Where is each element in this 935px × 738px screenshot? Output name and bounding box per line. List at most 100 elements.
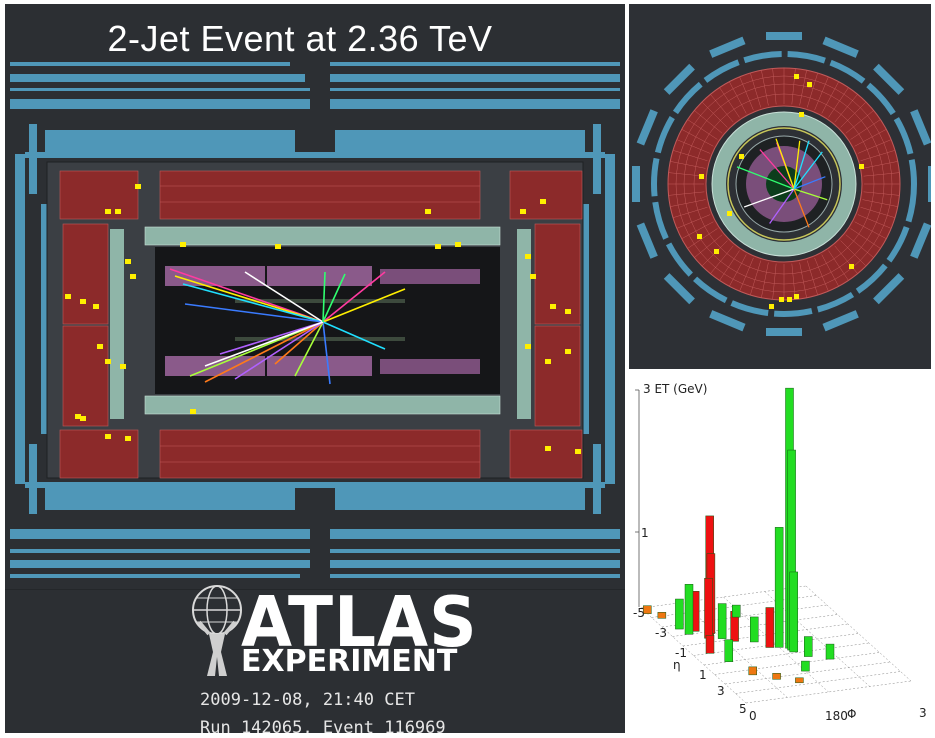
muon-ring <box>632 32 931 336</box>
muon-segment <box>636 222 658 259</box>
lego-tower <box>795 677 804 684</box>
hit-cell <box>714 249 719 254</box>
grid-line <box>672 206 708 218</box>
track-line <box>204 321 324 367</box>
track-line <box>322 288 406 323</box>
grid-line <box>772 263 777 300</box>
hit-cell <box>130 274 136 279</box>
eta-axis-label: η <box>673 658 681 672</box>
grid-line <box>739 76 754 111</box>
grid-line <box>850 119 881 140</box>
hit-cell <box>75 414 81 419</box>
lego-tower <box>704 577 713 639</box>
grid-line <box>863 172 900 177</box>
grid-line <box>857 214 892 229</box>
track-line <box>294 321 324 377</box>
hit-cell <box>120 364 126 369</box>
grid-line <box>863 191 900 196</box>
end-view-detector <box>632 32 931 336</box>
grid-line <box>799 70 807 106</box>
grid-line <box>710 94 734 123</box>
grid-line <box>764 591 870 687</box>
hit-cell <box>135 184 141 189</box>
hit-cell <box>190 409 196 414</box>
grid-line <box>687 119 718 140</box>
grid-line <box>799 262 807 298</box>
eta-tick: -1 <box>675 646 687 660</box>
end-view-hits <box>697 74 864 309</box>
hit-cell <box>425 209 431 214</box>
muon-segment <box>873 63 905 95</box>
hit-cell <box>575 449 581 454</box>
hit-cell <box>697 234 702 239</box>
hit-cell <box>565 349 571 354</box>
grid-line <box>821 254 839 287</box>
lego-tower <box>772 673 781 680</box>
muon-segment <box>766 32 802 40</box>
hit-cell <box>530 274 536 279</box>
grid-line <box>701 101 728 128</box>
hit-cell <box>779 297 784 302</box>
eta-tick: 3 <box>717 684 725 698</box>
track-line <box>793 176 826 190</box>
lego-tower <box>675 598 684 630</box>
grid-line <box>694 110 723 134</box>
calorimeter-grid <box>668 68 900 300</box>
lego-tower <box>801 660 810 672</box>
grid-line <box>676 139 711 154</box>
grid-line <box>761 262 769 298</box>
lego-grid <box>640 585 912 704</box>
hit-cell <box>455 242 461 247</box>
hit-cell <box>545 446 551 451</box>
grid-line <box>719 87 740 118</box>
hit-cell <box>739 154 744 159</box>
eta-tick: 5 <box>739 702 747 716</box>
track-line <box>769 188 795 224</box>
grid-line <box>739 257 754 292</box>
grid-line <box>670 199 706 207</box>
grid-ring <box>693 93 875 275</box>
hit-cell <box>520 209 526 214</box>
grid-line <box>670 161 706 169</box>
track-line <box>322 321 386 350</box>
hit-cell <box>794 294 799 299</box>
grid-ring <box>683 83 885 285</box>
lego-tower <box>657 612 667 619</box>
hit-cell <box>105 359 111 364</box>
calorimeter-endcaps <box>62 223 581 427</box>
grid-line <box>828 87 849 118</box>
hit-cell <box>787 297 792 302</box>
lego-tower <box>643 605 652 614</box>
grid-ring <box>675 75 893 293</box>
track-line <box>322 271 386 323</box>
grid-line <box>791 263 796 300</box>
grid-line <box>750 72 762 108</box>
track-line <box>793 140 801 190</box>
muon-segment <box>928 166 931 202</box>
hit-cell <box>93 304 99 309</box>
muon-segment <box>632 166 640 202</box>
hit-cell <box>105 434 111 439</box>
grid-line <box>729 254 747 287</box>
event-run-number: Run 142065, Event 116969 <box>200 718 446 733</box>
grid-line <box>814 76 829 111</box>
track-line <box>244 271 324 323</box>
grid-line <box>828 250 849 281</box>
phi-tick: 3 <box>919 706 927 720</box>
end-view-panel <box>629 4 931 369</box>
hit-cell <box>849 264 854 269</box>
grid-line <box>640 607 747 704</box>
grid-line <box>729 81 747 114</box>
atlas-figure-logo <box>192 585 242 676</box>
z-tick-label: 1 <box>641 526 649 540</box>
phi-axis-label: Φ <box>847 707 857 721</box>
hit-cell <box>807 82 812 87</box>
hit-cell <box>125 259 131 264</box>
grid-line <box>772 68 777 105</box>
muon-segment <box>873 273 905 305</box>
muon-segment <box>822 310 859 332</box>
track-line <box>322 273 346 323</box>
phi-tick: 0 <box>749 709 757 723</box>
hit-cell <box>80 299 86 304</box>
grid-line <box>750 260 762 296</box>
